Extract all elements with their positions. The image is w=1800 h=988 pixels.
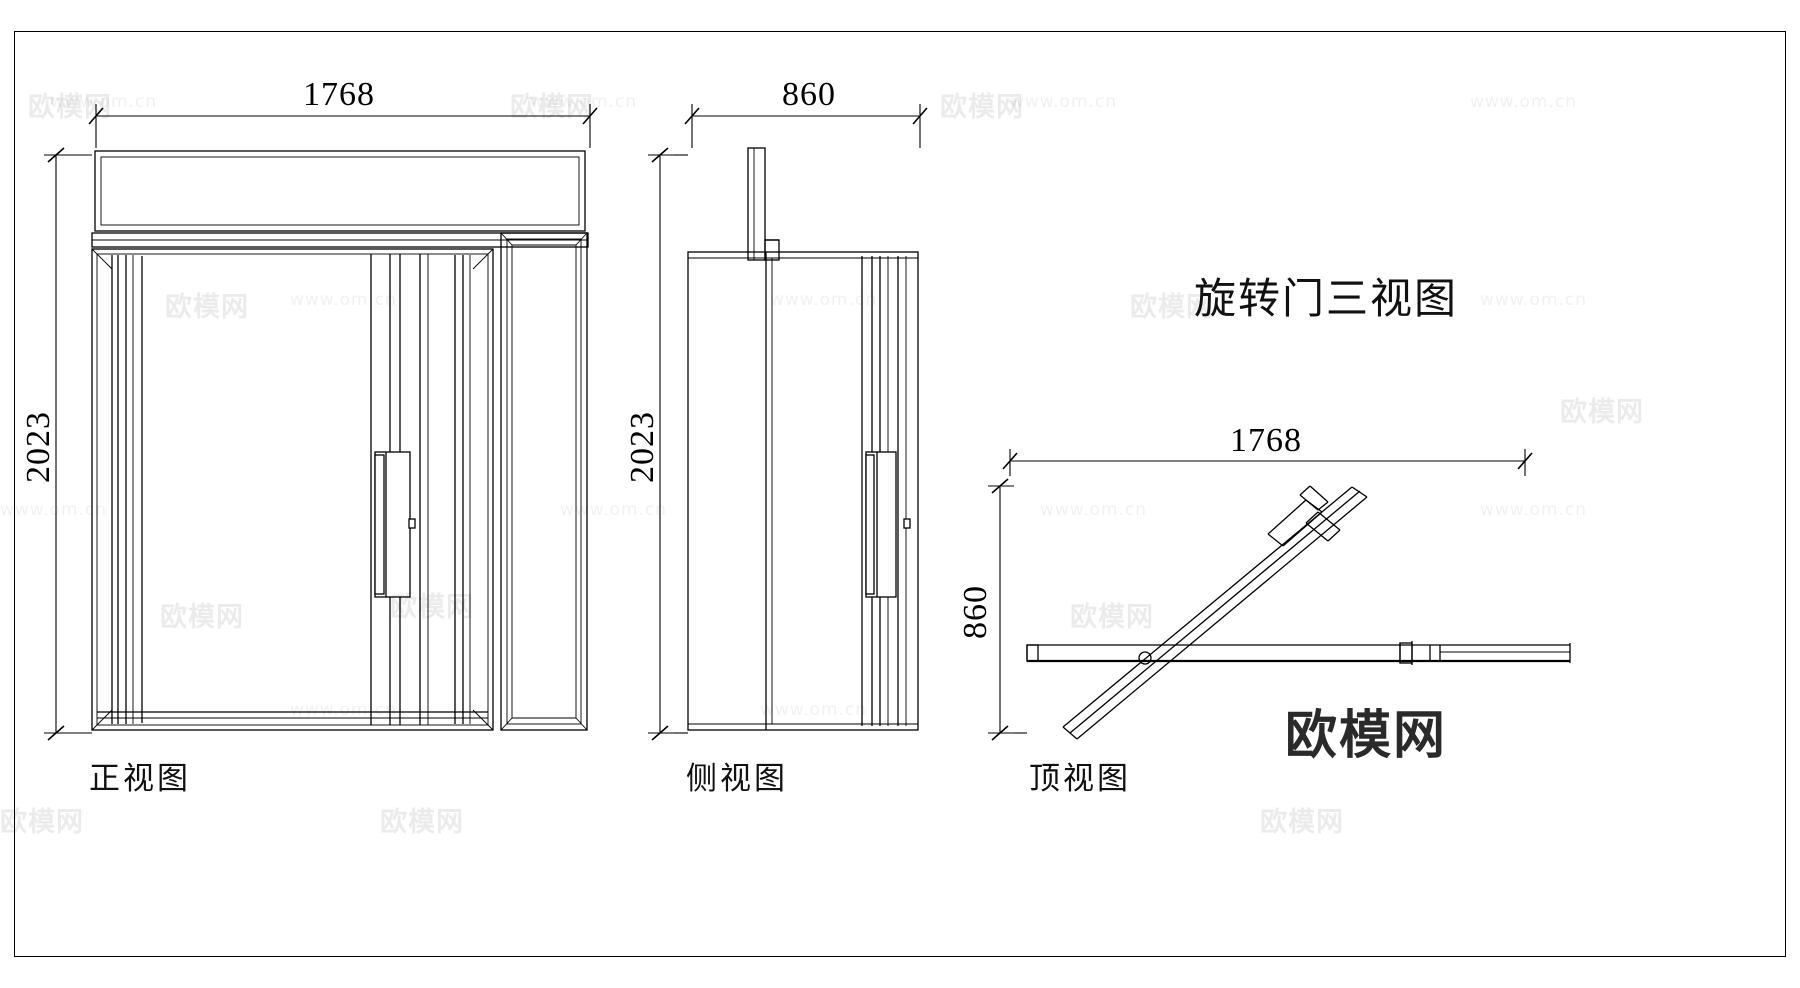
top-view-dimensions <box>988 449 1533 741</box>
view-label-side: 侧视图 <box>686 761 788 797</box>
top-view-geometry <box>1026 485 1571 740</box>
side-view-dimensions <box>648 104 928 741</box>
dimension-front-width: 1768 <box>303 76 375 113</box>
dimension-top-width: 1768 <box>1230 422 1302 459</box>
dimension-front-height: 2023 <box>20 411 57 483</box>
front-view-dimensions <box>44 104 598 741</box>
drawing-title: 旋转门三视图 <box>1194 274 1459 323</box>
side-view-geometry <box>687 147 919 731</box>
dimension-side-width: 860 <box>782 76 836 113</box>
dimension-side-height: 2023 <box>624 411 661 483</box>
view-label-front: 正视图 <box>89 761 191 797</box>
sheet-border <box>14 31 1786 957</box>
view-label-top: 顶视图 <box>1029 761 1131 797</box>
front-view-geometry <box>91 150 589 731</box>
dimension-top-depth: 860 <box>957 585 994 639</box>
